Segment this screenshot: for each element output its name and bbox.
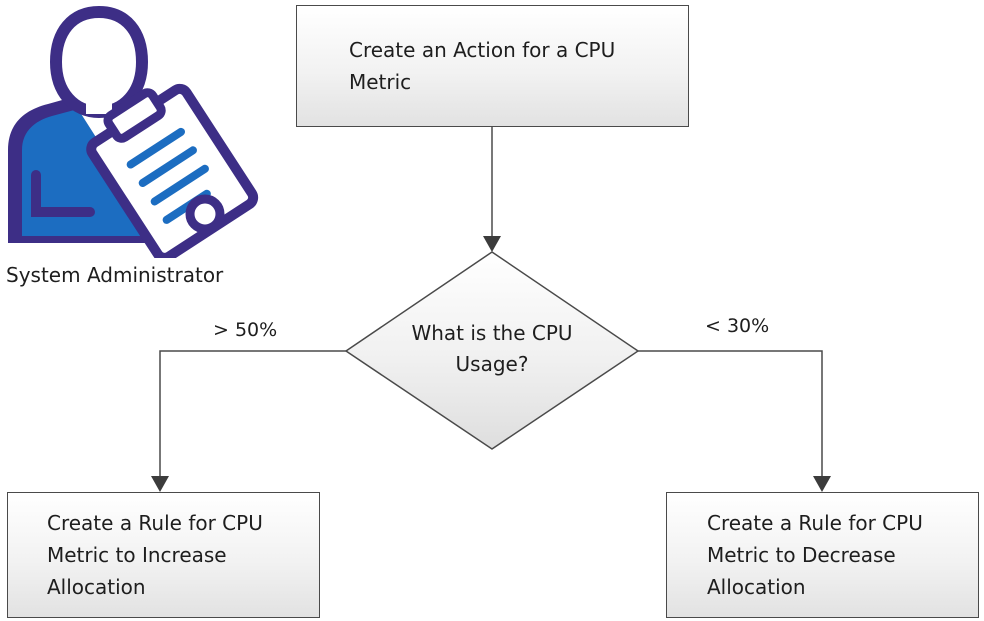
- create-action-step: Create an Action for a CPU Metric: [296, 5, 689, 127]
- arrowhead-start-to-decision: [483, 236, 501, 252]
- increase-allocation-step: Create a Rule for CPU Metric to Increase…: [7, 492, 320, 618]
- create-action-step-text: Create an Action for a CPU Metric: [349, 38, 616, 94]
- condition-high-label: > 50%: [213, 319, 278, 341]
- decrease-allocation-step-text: Create a Rule for CPU Metric to Decrease…: [707, 511, 923, 599]
- system-administrator-label: System Administrator: [6, 263, 224, 287]
- connector-decision-to-increase: [159, 350, 346, 476]
- system-administrator-icon: [8, 5, 259, 258]
- increase-allocation-step-text: Create a Rule for CPU Metric to Increase…: [47, 511, 263, 599]
- arrowhead-decision-to-decrease: [813, 476, 831, 492]
- arrowhead-decision-to-increase: [151, 476, 169, 492]
- condition-low-label: < 30%: [705, 315, 770, 337]
- cpu-usage-decision-text: What is the CPU Usage?: [411, 321, 573, 376]
- decision-diamond: [344, 251, 640, 450]
- decrease-allocation-step: Create a Rule for CPU Metric to Decrease…: [666, 492, 979, 618]
- connector-decision-to-decrease: [638, 350, 823, 476]
